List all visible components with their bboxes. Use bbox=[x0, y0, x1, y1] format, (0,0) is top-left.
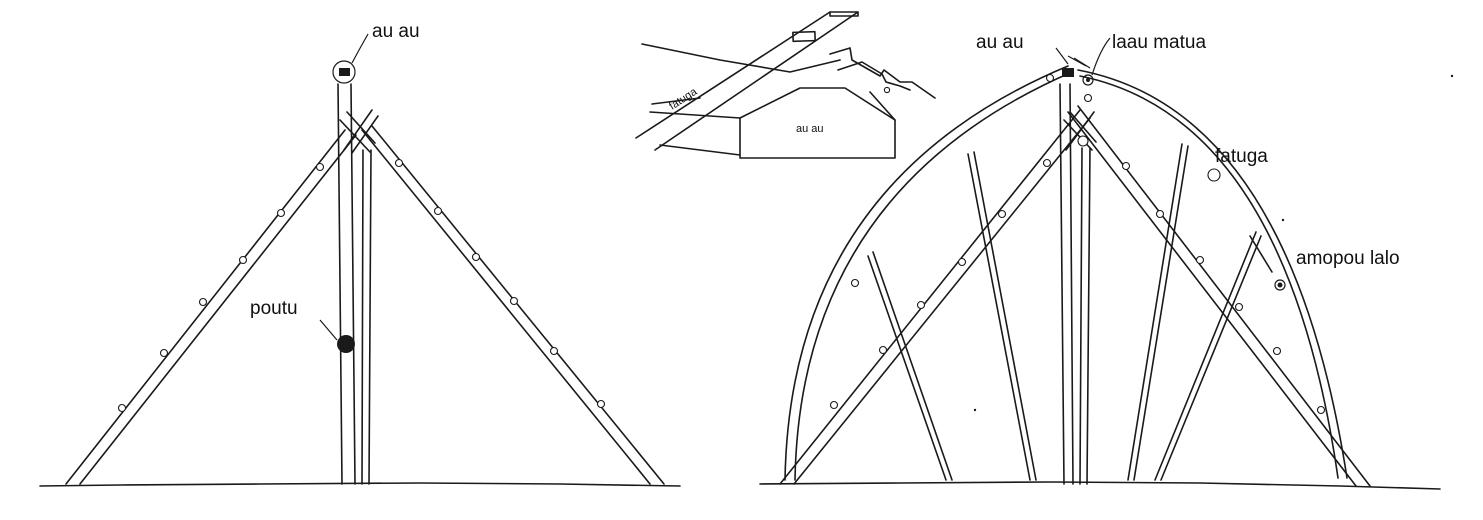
inset-au-au-block bbox=[739, 87, 896, 159]
inset-detail: fatuga au au bbox=[635, 11, 936, 159]
left-rafter-pegs bbox=[117, 162, 325, 413]
left-label-au-au: au au bbox=[372, 21, 420, 42]
right-inner-poles bbox=[867, 143, 1262, 481]
right-label-fatuga: fatuga bbox=[1215, 146, 1268, 167]
right-label-amopou-lalo: amopou lalo bbox=[1296, 248, 1400, 269]
left-label-poutu: poutu bbox=[250, 298, 298, 319]
right-frame-figure: au au laau matua fatuga amopou lalo bbox=[759, 32, 1454, 490]
right-label-laau-matua: laau matua bbox=[1112, 32, 1206, 53]
right-au-au-marker bbox=[1055, 47, 1091, 77]
left-ground-line bbox=[39, 482, 681, 487]
right-rafter-pegs bbox=[394, 158, 606, 409]
inset-fatuga-beam bbox=[635, 11, 859, 151]
right-center-post bbox=[1059, 83, 1091, 485]
left-center-post bbox=[337, 83, 372, 485]
left-apex-cross bbox=[339, 109, 379, 154]
right-pegs bbox=[829, 73, 1326, 415]
left-frame-figure: au au poutu bbox=[39, 21, 681, 487]
right-ground-line bbox=[759, 481, 1441, 490]
right-label-au-au: au au bbox=[976, 32, 1024, 53]
right-apex-cross bbox=[1063, 111, 1097, 151]
inset-connector bbox=[829, 47, 936, 99]
right-amopou-lalo-marker bbox=[1249, 235, 1286, 291]
right-rafter-left bbox=[779, 109, 1091, 485]
right-laau-matua-marker bbox=[1082, 37, 1111, 86]
inset-label-au-au: au au bbox=[796, 123, 824, 135]
right-arch-outer bbox=[784, 65, 1348, 481]
left-rafter-left bbox=[65, 129, 357, 485]
left-au-au-marker bbox=[332, 33, 369, 84]
left-poutu-marker bbox=[319, 319, 355, 353]
right-fatuga-marker bbox=[1207, 168, 1221, 182]
left-rafter-right bbox=[361, 125, 665, 485]
